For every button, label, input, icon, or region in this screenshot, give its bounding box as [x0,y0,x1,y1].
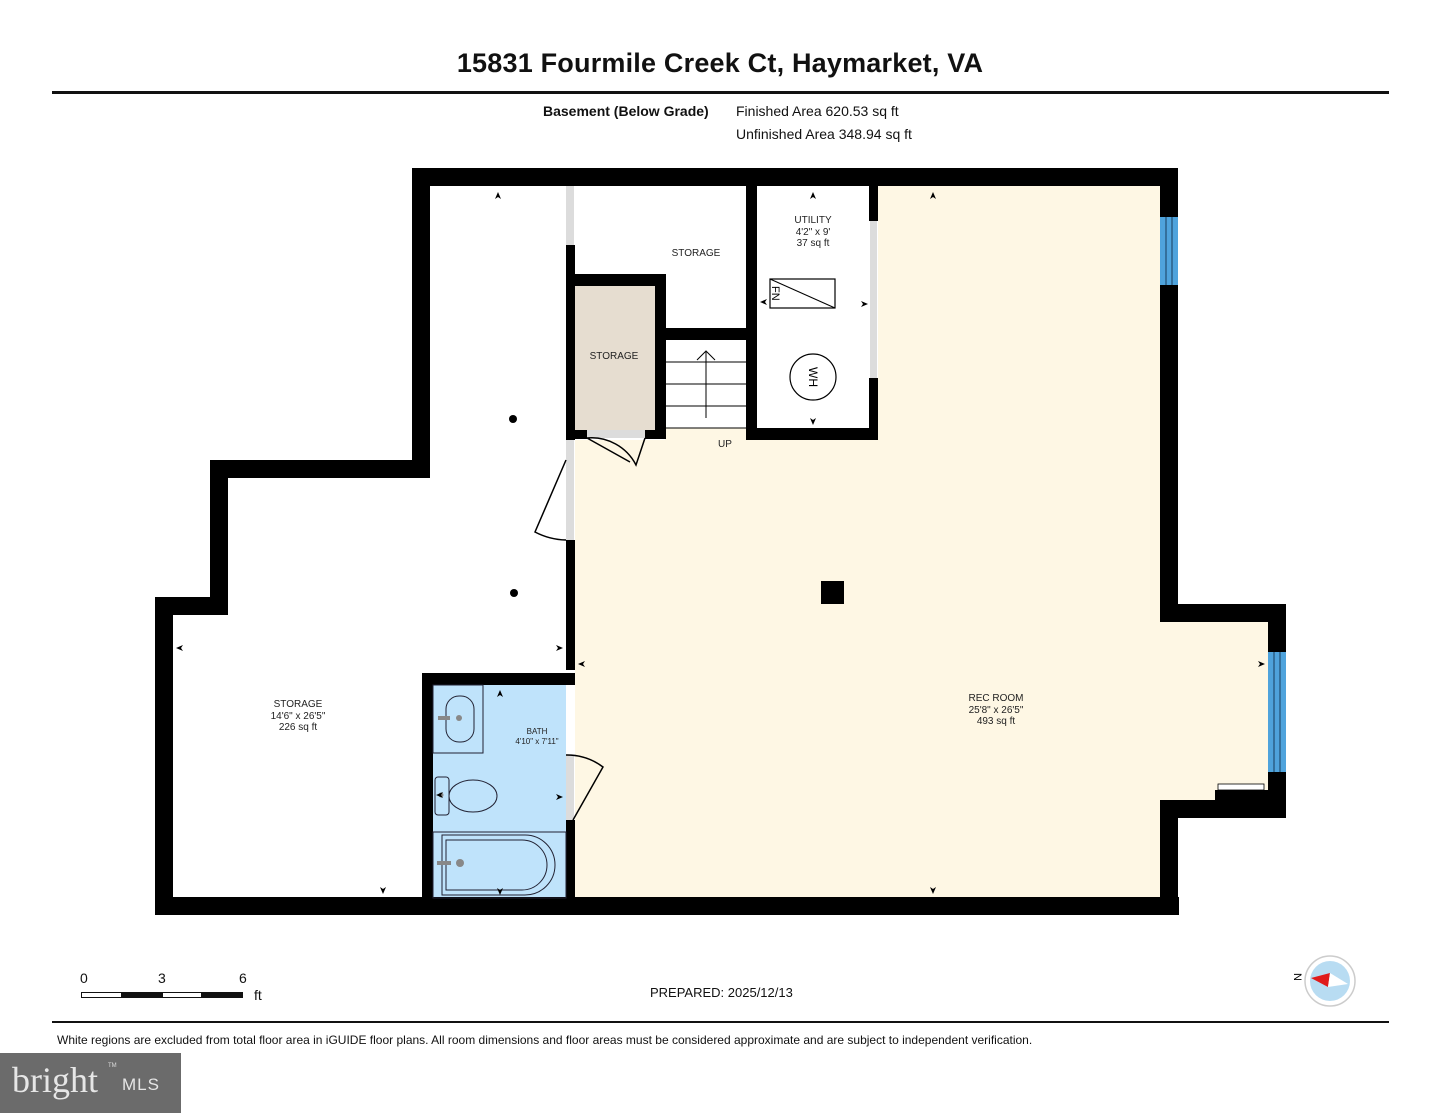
room-name: STORAGE [671,248,721,259]
room-name: STORAGE [273,699,323,710]
brightmls-logo: bright TM MLS [0,1053,181,1113]
column-icon [821,581,844,604]
logo-brand: bright [12,1060,98,1100]
room-name: BATH [526,727,548,736]
room-label-storage-closet: STORAGE [590,351,639,363]
scale-segment [162,992,202,998]
post-icon [510,589,518,597]
page-title: 15831 Fourmile Creek Ct, Haymarket, VA [456,48,984,78]
scale-segment [201,992,243,998]
scale-tick: 3 [158,970,166,986]
bathtub-icon [432,831,567,899]
room-label-rec-room: REC ROOM 25'8" x 26'5" 493 sq ft [969,693,1024,728]
svg-text:N: N [1291,973,1303,981]
fireplace-icon [1217,783,1265,791]
measurement-arrows [176,192,1265,895]
svg-text:WH: WH [806,367,820,387]
compass-icon: N [1291,955,1356,1007]
header-divider [52,91,1389,94]
rec-room-fill [575,185,1268,898]
footer-divider [52,1021,1389,1023]
logo-tm: TM [108,1063,117,1069]
finished-area: Finished Area 620.53 sq ft [736,103,899,119]
water-heater-icon: WH [789,353,837,401]
svg-text:FN: FN [769,286,781,301]
room-label-storage-top: STORAGE [672,248,721,260]
room-area: 493 sq ft [976,716,1016,727]
stairs-label: UP [718,439,732,450]
unfinished-area: Unfinished Area 348.94 sq ft [736,126,912,142]
room-area: 37 sq ft [796,238,830,249]
scale-unit: ft [254,987,262,1003]
window-upper [1160,217,1178,285]
interior-walls [422,185,878,903]
windows [1160,217,1286,772]
room-name: REC ROOM [968,693,1024,704]
room-label-storage-left: STORAGE 14'6" x 26'5" 226 sq ft [271,699,326,734]
level-label: Basement (Below Grade) [543,103,709,119]
disclaimer: White regions are excluded from total fl… [57,1033,1033,1047]
room-name: STORAGE [589,351,639,362]
door-openings [566,186,877,820]
bath-fill [433,685,566,898]
prepared-date: PREPARED: 2025/12/13 [650,985,793,1000]
scale-segment [121,992,163,998]
room-area: 226 sq ft [278,722,318,733]
logo-suffix: MLS [122,1075,160,1094]
closet-fill [575,286,655,430]
room-dims: 4'2" x 9' [795,226,831,238]
stairs [666,350,746,429]
scale-tick: 0 [80,970,88,986]
scale-tick: 6 [239,970,247,986]
sink-icon [432,684,484,754]
room-dims: 14'6" x 26'5" [270,710,326,722]
door-swings [534,437,646,821]
post-icon [509,415,517,423]
furnace-icon: FN [769,278,836,309]
window-right [1268,652,1286,772]
room-dims: 25'8" x 26'5" [968,704,1024,716]
toilet-icon [434,776,498,816]
room-label-utility: UTILITY 4'2" x 9' 37 sq ft [794,215,831,250]
exterior-walls [155,168,1286,915]
room-name: UTILITY [794,215,832,226]
scale-segment [81,992,122,998]
room-dims: 4'10" x 7'11" [515,737,559,746]
room-label-bath: BATH 4'10" x 7'11" [515,727,558,747]
